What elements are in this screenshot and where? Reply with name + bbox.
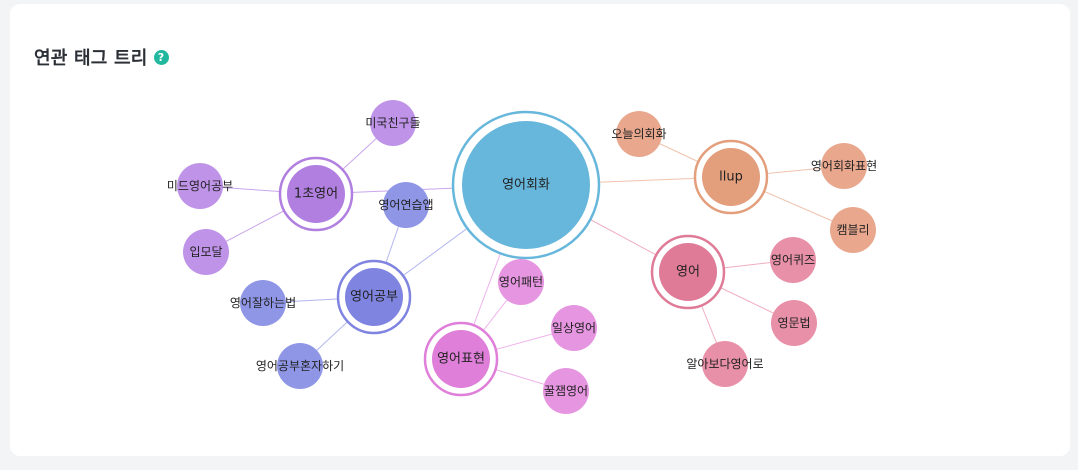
tag-node[interactable]: 영어회화표현 [811, 143, 877, 189]
tag-node-circle[interactable] [370, 100, 416, 146]
tag-node[interactable]: 일상영어 [551, 305, 597, 351]
tag-node[interactable]: 영어회화 [451, 110, 601, 260]
tag-node-label: 영어 [676, 265, 700, 280]
tag-node-label: 캠블리 [836, 223, 869, 237]
tag-node-label: 영어공부혼자하기 [256, 359, 344, 373]
tag-node[interactable]: 미드영어공부 [167, 163, 233, 209]
tag-node-label: 영어회화표현 [811, 159, 877, 173]
help-icon[interactable]: ? [153, 49, 169, 65]
tag-node[interactable]: 오늘의회화 [611, 111, 667, 157]
tag-node-label: 영어패턴 [499, 275, 543, 289]
tag-node-circle[interactable] [543, 368, 589, 414]
tag-node[interactable]: 캠블리 [830, 207, 876, 253]
tag-node[interactable]: 영어패턴 [498, 259, 544, 305]
tag-node-label: 영어공부 [350, 290, 398, 305]
tag-node-label: 미국친구들 [365, 116, 420, 130]
tag-node[interactable]: 영어 [650, 234, 726, 310]
tag-node[interactable]: 영어연습앱 [378, 182, 434, 228]
tag-node-circle[interactable] [498, 259, 544, 305]
tag-node[interactable]: 꿀잼영어 [543, 368, 589, 414]
tag-node-label: 영어퀴즈 [771, 253, 815, 267]
tag-node-label: 영문법 [777, 316, 810, 330]
tag-node-circle[interactable] [821, 143, 867, 189]
tag-node-label: 알아보다영어로 [686, 357, 763, 371]
tag-node-circle[interactable] [830, 207, 876, 253]
tag-node-circle[interactable] [771, 300, 817, 346]
tag-node[interactable]: 영어잘하는법 [230, 280, 296, 326]
tag-node-label: llup [719, 170, 743, 185]
tag-node-circle[interactable] [287, 165, 345, 223]
tag-node[interactable]: 입모달 [183, 229, 229, 275]
tag-node-label: 일상영어 [552, 321, 596, 335]
tag-node-circle[interactable] [277, 343, 323, 389]
tag-node-label: 영어연습앱 [378, 198, 433, 212]
tag-node-label: 영어표현 [437, 352, 485, 367]
tag-node[interactable]: 영어표현 [423, 321, 499, 397]
tag-node-label: 미드영어공부 [167, 179, 233, 193]
tag-node-circle[interactable] [659, 243, 717, 301]
tag-node[interactable]: 미국친구들 [365, 100, 421, 146]
card-header: 연관 태그 트리 ? [34, 44, 169, 70]
tag-node[interactable]: llup [693, 139, 769, 215]
tag-node-circle[interactable] [177, 163, 223, 209]
tag-node-circle[interactable] [702, 148, 760, 206]
tag-node-circle[interactable] [183, 229, 229, 275]
tag-node-circle[interactable] [702, 341, 748, 387]
tag-node[interactable]: 영문법 [771, 300, 817, 346]
tag-node-label: 꿀잼영어 [544, 384, 588, 398]
tag-node-label: 입모달 [189, 245, 222, 259]
tag-node-circle[interactable] [616, 111, 662, 157]
tag-node-circle[interactable] [770, 237, 816, 283]
tag-node[interactable]: 영어공부 [336, 259, 412, 335]
tag-node-label: 영어잘하는법 [230, 296, 296, 310]
tag-node-circle[interactable] [345, 268, 403, 326]
tag-node[interactable]: 영어퀴즈 [770, 237, 816, 283]
tag-node[interactable]: 알아보다영어로 [686, 341, 764, 387]
tag-node[interactable]: 영어공부혼자하기 [256, 343, 344, 389]
tag-node-circle[interactable] [240, 280, 286, 326]
page-title: 연관 태그 트리 [34, 48, 148, 69]
tag-node-label: 1초영어 [294, 187, 338, 202]
tag-node[interactable]: 1초영어 [278, 156, 354, 232]
tag-node-circle[interactable] [383, 182, 429, 228]
tag-node-circle[interactable] [462, 121, 590, 249]
tag-node-circle[interactable] [551, 305, 597, 351]
tag-node-label: 영어회화 [502, 178, 550, 193]
tag-node-circle[interactable] [432, 330, 490, 388]
tag-node-label: 오늘의회화 [611, 127, 666, 141]
